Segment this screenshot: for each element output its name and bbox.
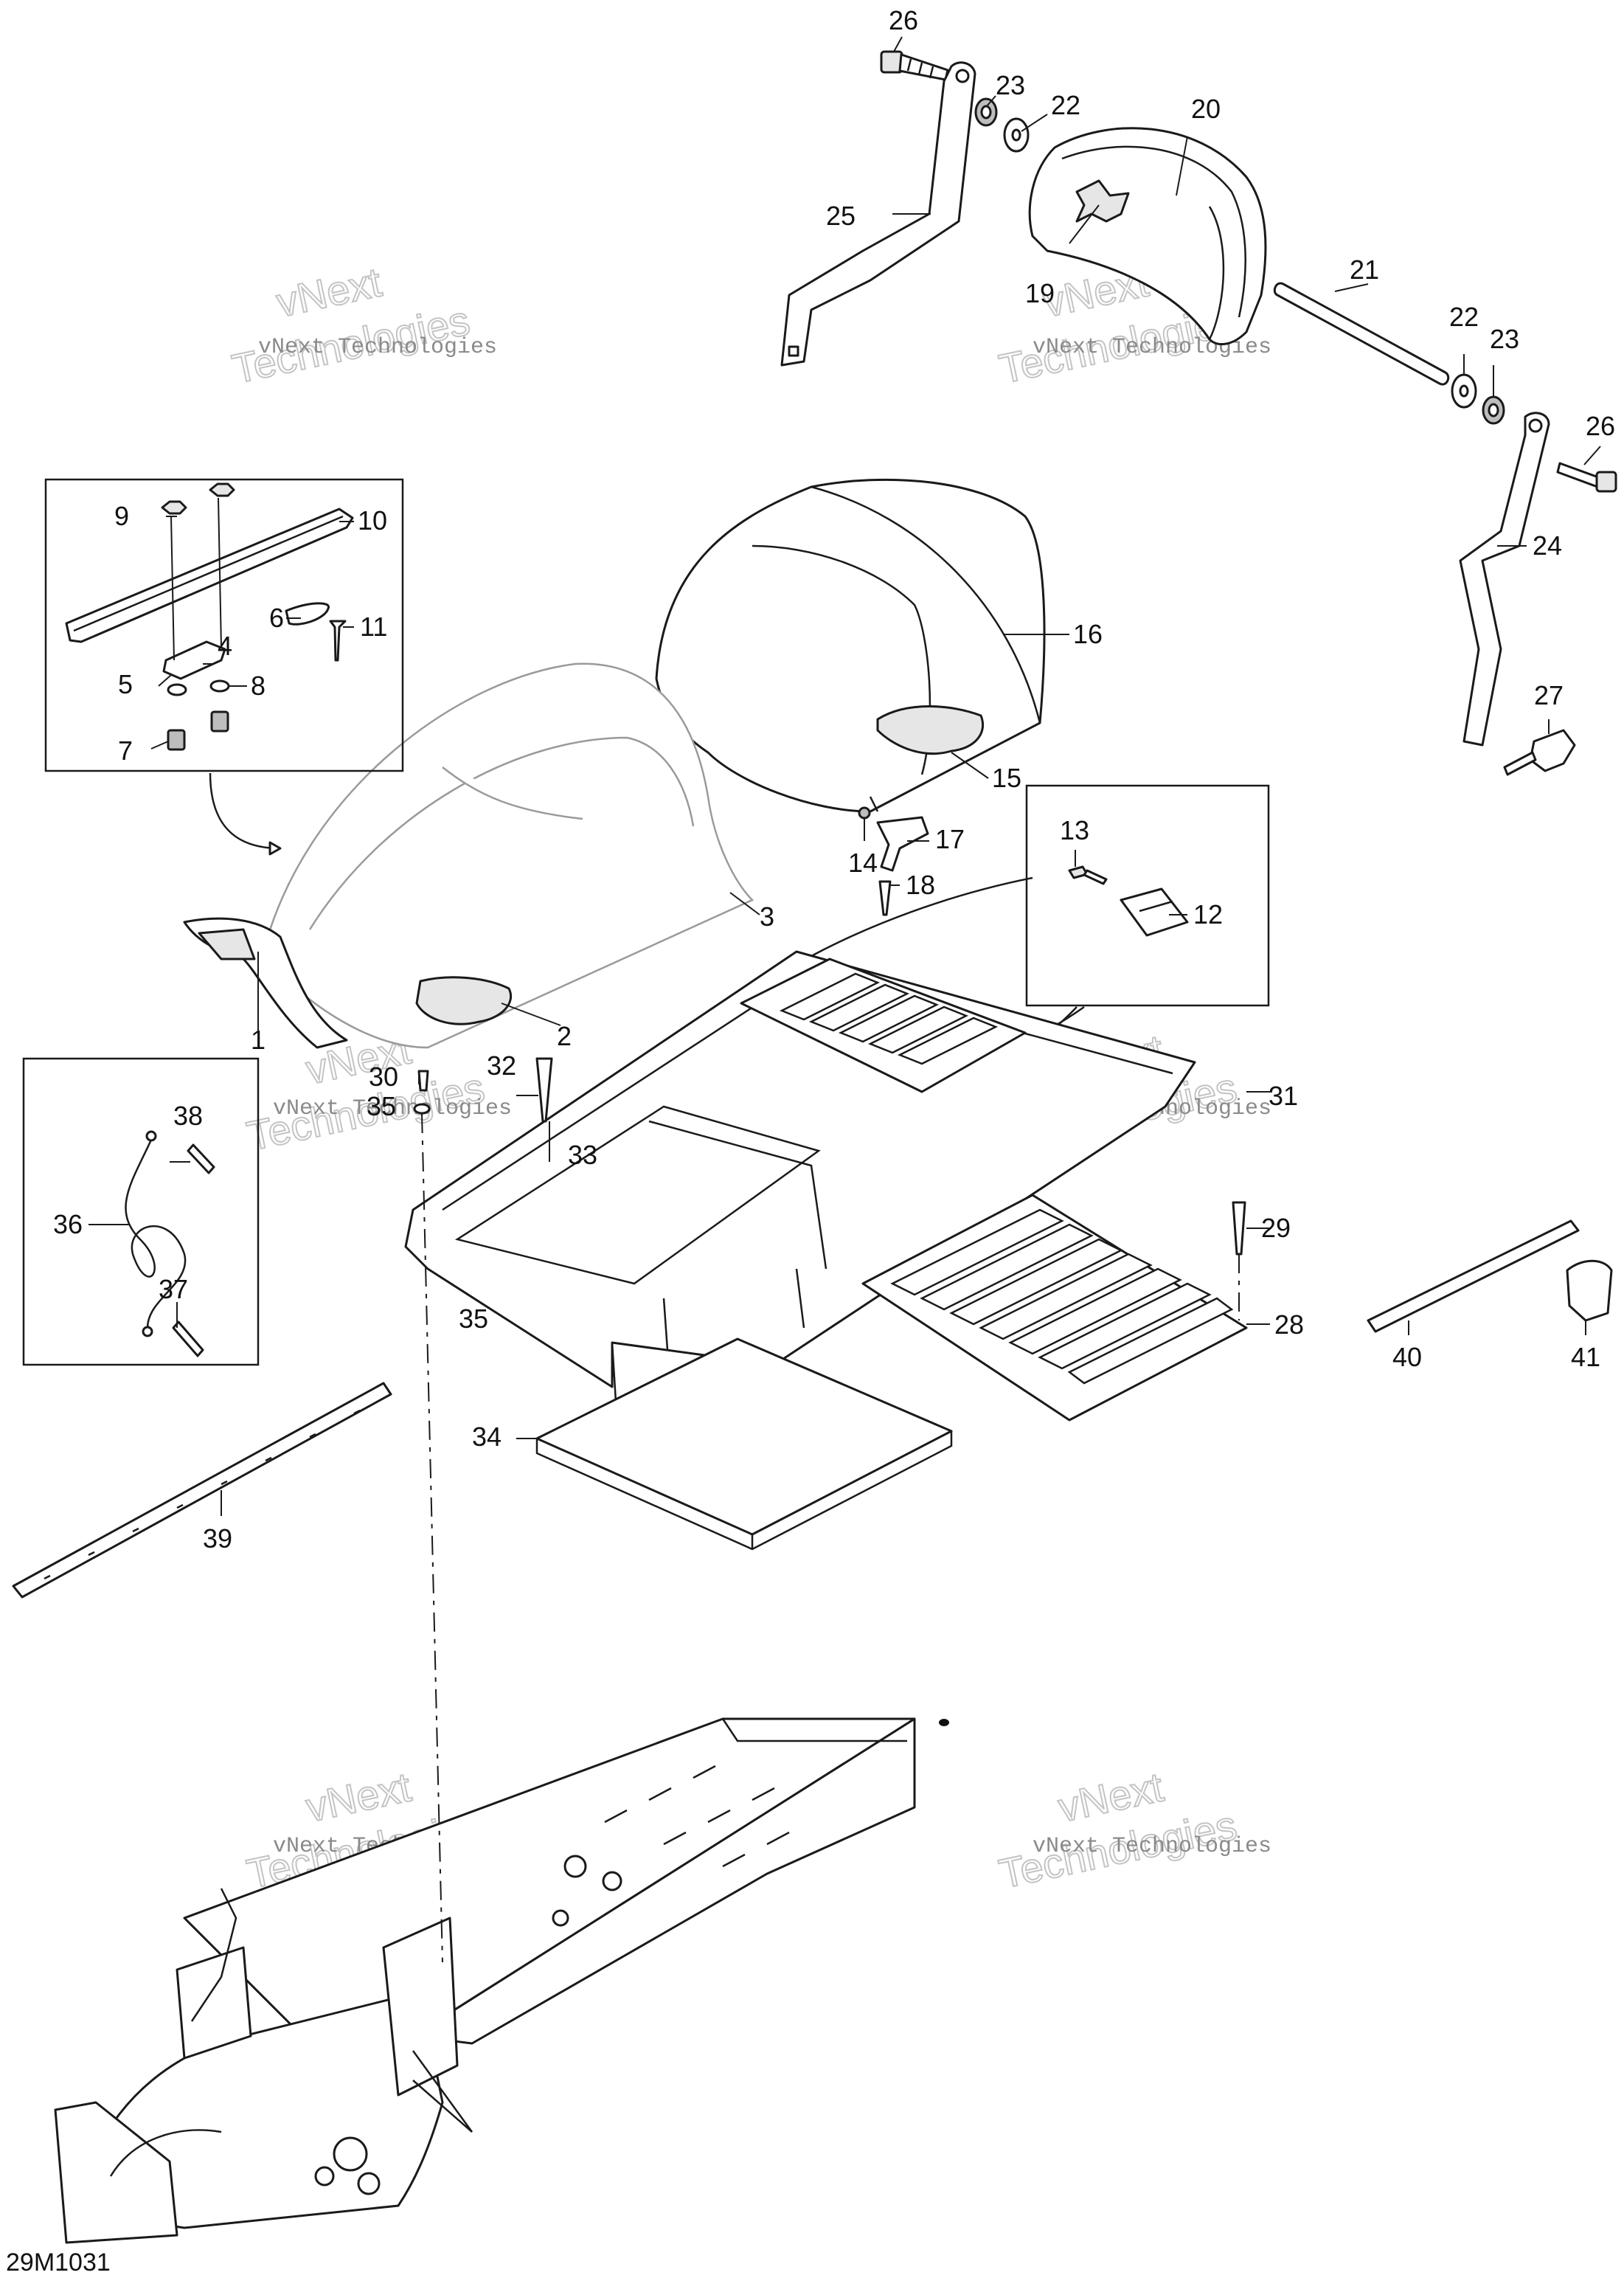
callout-26: 26	[1586, 411, 1615, 441]
callout-31: 31	[1269, 1081, 1298, 1111]
callout-7: 7	[118, 735, 133, 766]
rivet-29	[1232, 1201, 1246, 1256]
rear-seat-box-16	[655, 478, 1046, 813]
arrow-detail-to-seat	[209, 772, 281, 850]
callout-24: 24	[1533, 530, 1562, 561]
callout-39: 39	[203, 1523, 232, 1554]
bracket-25	[780, 61, 976, 367]
pad-34	[535, 1337, 953, 1551]
callout-35: 35	[459, 1304, 488, 1334]
callout-35: 35	[367, 1091, 396, 1121]
rivet-14	[858, 806, 871, 820]
callout-22: 22	[1449, 302, 1479, 332]
washer-35	[413, 1103, 431, 1115]
callout-3: 3	[760, 901, 774, 932]
callout-6: 6	[269, 603, 284, 633]
bolt-26-top	[880, 50, 949, 81]
callout-30: 30	[369, 1062, 398, 1092]
callout-27: 27	[1534, 680, 1564, 710]
callout-19: 19	[1025, 278, 1055, 308]
callout-40: 40	[1392, 1342, 1422, 1372]
callout-28: 28	[1274, 1309, 1304, 1340]
callout-4: 4	[218, 631, 232, 661]
bolt-26-right	[1556, 462, 1602, 488]
cap-41	[1566, 1259, 1613, 1322]
callout-29: 29	[1261, 1213, 1291, 1243]
callout-17: 17	[935, 824, 965, 854]
nut-9	[161, 500, 187, 515]
callout-2: 2	[557, 1021, 572, 1051]
callout-21: 21	[1350, 255, 1379, 285]
rack-frame-31	[404, 950, 1196, 1402]
tray-28	[861, 1194, 1248, 1422]
callout-41: 41	[1571, 1342, 1600, 1372]
bumper-32	[535, 1057, 553, 1123]
chassis-frame	[54, 1717, 916, 2244]
leader-lines	[89, 36, 1601, 1516]
callout-13: 13	[1060, 815, 1089, 845]
detail-box-cable	[22, 1057, 260, 1366]
callout-36: 36	[53, 1209, 83, 1239]
callout-11: 11	[360, 612, 387, 642]
callout-23: 23	[1490, 324, 1519, 354]
callout-22: 22	[1051, 90, 1080, 120]
hinge-12	[1120, 887, 1189, 937]
bolt-7	[167, 729, 186, 751]
callout-18: 18	[906, 870, 935, 900]
seat-3	[264, 662, 754, 1049]
callouts: 26 23 22 20 25 19 21 22 23 26 24 27 16 1…	[53, 5, 1615, 1554]
callout-33: 33	[568, 1140, 597, 1170]
callout-38: 38	[173, 1101, 203, 1131]
callout-20: 20	[1191, 94, 1221, 124]
detail-box-hinge	[1025, 784, 1270, 1007]
bracket-24	[1459, 412, 1550, 747]
watermark-text: vNext Technologies	[273, 1096, 512, 1121]
callout-8: 8	[251, 671, 266, 701]
callout-23: 23	[996, 70, 1025, 100]
clip-17	[876, 816, 929, 872]
callout-16: 16	[1073, 619, 1103, 649]
callout-32: 32	[487, 1050, 516, 1081]
callout-37: 37	[159, 1274, 188, 1304]
knob-27	[1503, 729, 1576, 776]
watermark-text: vNext Technologies	[1033, 1834, 1271, 1859]
strip-40	[1367, 1219, 1580, 1333]
backrest-pad-20	[1028, 127, 1267, 346]
callout-25: 25	[826, 201, 856, 231]
rivet-18	[878, 880, 892, 916]
screw-11	[329, 620, 347, 662]
latch-4	[162, 640, 226, 680]
strip-39	[12, 1382, 392, 1599]
callout-14: 14	[848, 848, 878, 878]
callout-12: 12	[1193, 899, 1223, 929]
rivet-38	[187, 1143, 215, 1174]
detail-box-latch	[44, 478, 404, 772]
callout-26: 26	[889, 5, 918, 35]
callout-15: 15	[992, 763, 1021, 793]
callout-1: 1	[251, 1025, 266, 1055]
strap-6	[285, 602, 330, 626]
centerline	[421, 1113, 443, 1963]
callout-34: 34	[472, 1422, 502, 1452]
diagram-code: 29M1031	[6, 2248, 111, 2277]
label-2	[415, 976, 513, 1025]
callout-5: 5	[118, 669, 133, 699]
label-19	[1075, 179, 1130, 223]
watermark-big: vNext	[272, 258, 386, 325]
backrest-assembly	[780, 50, 1617, 776]
callout-10: 10	[358, 505, 387, 536]
watermark-text: vNext Technologies	[258, 335, 497, 360]
callout-9: 9	[114, 501, 129, 531]
pin-21	[1273, 282, 1450, 386]
cable-36	[125, 1139, 187, 1329]
bolt-30	[417, 1070, 429, 1092]
label-15	[876, 705, 985, 755]
